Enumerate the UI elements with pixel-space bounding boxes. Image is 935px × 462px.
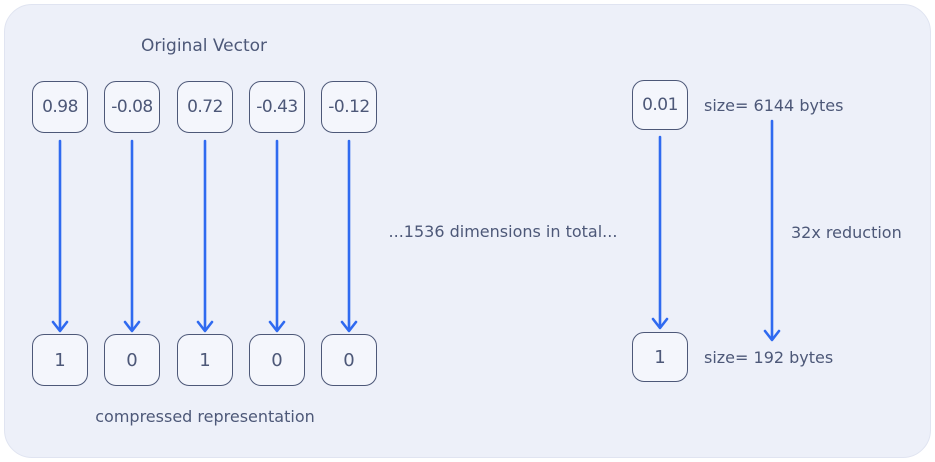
original-size-label: size= 6144 bytes <box>704 96 844 115</box>
compressed-size-label: size= 192 bytes <box>704 348 834 367</box>
original-value-box: -0.08 <box>104 81 160 133</box>
original-value-box: 0.72 <box>177 81 233 133</box>
original-value-box: -0.12 <box>321 81 377 133</box>
original-vector-title: Original Vector <box>140 36 268 56</box>
compressed-bit-box: 0 <box>249 334 305 386</box>
right-compressed-bit-box: 1 <box>632 332 688 382</box>
diagram-card <box>4 4 931 458</box>
compressed-representation-caption: compressed representation <box>95 407 315 426</box>
compressed-bit-box: 1 <box>32 334 88 386</box>
right-original-value-box: 0.01 <box>632 80 688 130</box>
compressed-bit-box: 0 <box>104 334 160 386</box>
compressed-bit-box: 1 <box>177 334 233 386</box>
dimensions-note: ...1536 dimensions in total... <box>388 222 618 241</box>
compressed-bit-box: 0 <box>321 334 377 386</box>
original-value-box: 0.98 <box>32 81 88 133</box>
reduction-label: 32x reduction <box>791 223 902 242</box>
original-value-box: -0.43 <box>249 81 305 133</box>
